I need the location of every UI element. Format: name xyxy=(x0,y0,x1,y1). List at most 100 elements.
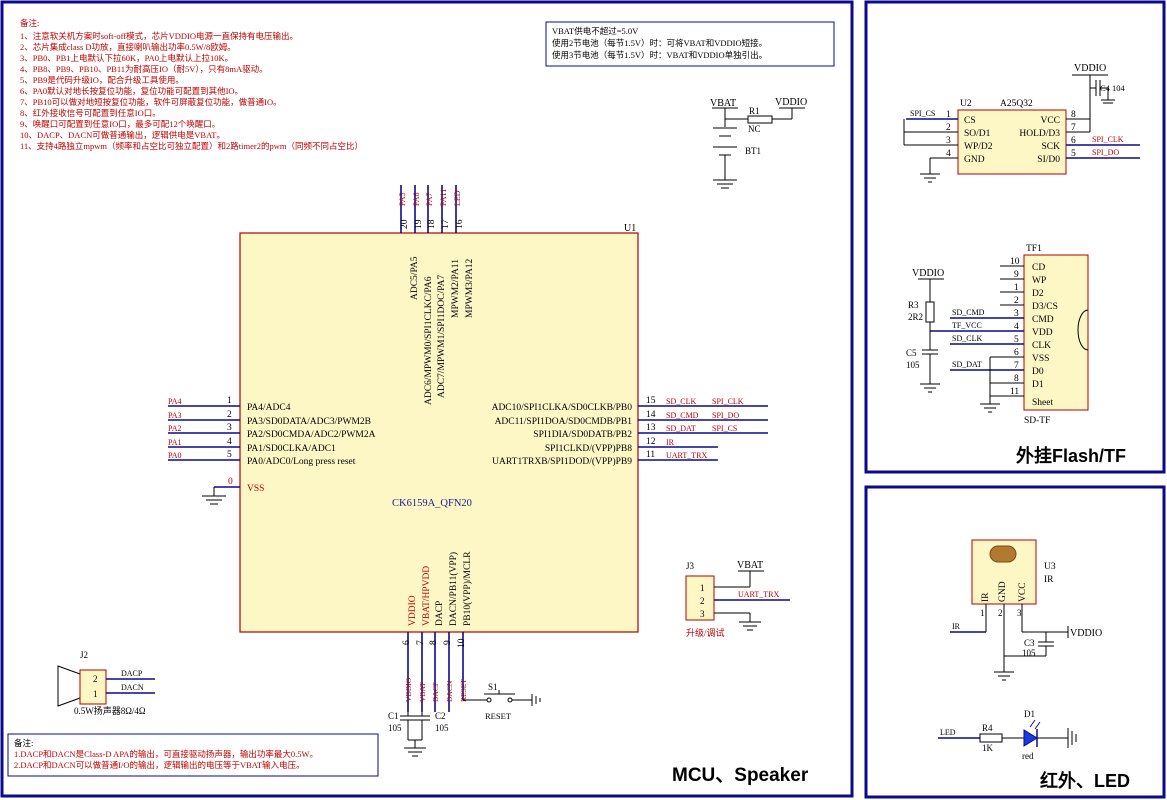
net-label: DACP xyxy=(121,669,143,678)
pin-name: ADC11/SPI1DOA/SD0CMDB/PB1 xyxy=(495,417,633,427)
note-line: 2.DACP和DACN可以做普通I/O的输出，逻辑输出的电压等于VBAT输入电压… xyxy=(14,760,305,770)
c2-ref: C2 xyxy=(435,711,446,721)
pin-name: CS xyxy=(964,116,976,126)
net-label: SD_CLK xyxy=(952,334,982,343)
pin-number: 2 xyxy=(998,608,1003,618)
pin-name: Sheet xyxy=(1032,398,1053,408)
net-label: PA7 xyxy=(425,193,434,207)
panel-title-mcu: MCU、Speaker xyxy=(672,765,809,786)
pin-number: 20 xyxy=(400,219,410,229)
pin-name: DACN/PB11(VPP) xyxy=(448,552,459,626)
vddio-label: VDDIO xyxy=(775,97,807,108)
net-label: PA5 xyxy=(398,193,407,207)
note-line: 1.DACP和DACN是Class-D APA的输出，可直接驱动扬声器，输出功率… xyxy=(14,749,318,759)
net-label: SPI_CLK xyxy=(712,397,744,406)
pin-name: PA0/ADC0/Long press reset xyxy=(247,457,356,467)
pin-number: 16 xyxy=(455,219,465,229)
pin-number: 15 xyxy=(646,396,656,406)
j3-label: 升级/调试 xyxy=(686,627,725,638)
pin-number: 7 xyxy=(416,640,426,645)
pin-number: 14 xyxy=(646,410,656,420)
net-label: PA2 xyxy=(168,424,182,433)
net-label: LED xyxy=(940,728,956,737)
pin-name: PB10(VPP)/MCLR xyxy=(462,551,473,626)
mcu-left-pins: PA4 PA3 PA2 PA1 PA0 1 2 3 4 5 PA4/ADC4 P… xyxy=(168,396,376,505)
pin-number: 3 xyxy=(1014,309,1019,319)
pin-number: 3 xyxy=(946,136,951,146)
net-label: PA0 xyxy=(168,451,182,460)
pin-number: 1 xyxy=(93,689,98,699)
pin-name: D0 xyxy=(1032,367,1044,377)
net-label: SD_CMD xyxy=(952,308,985,317)
net-label: SD_CLK xyxy=(666,397,696,406)
r4-value: 1K xyxy=(982,743,994,753)
j2-speaker: J2 2 1 DACP DACN 0.5W扬声器8Ω/4Ω xyxy=(57,650,155,716)
mcu-body xyxy=(239,232,639,633)
pin-name: CD xyxy=(1032,263,1045,273)
c5-ref: C5 xyxy=(906,348,917,358)
pin-name: GND xyxy=(998,581,1008,602)
mcu-top-pins: PA5 PA6 PA7 PA11 LED 20 19 18 17 16 ADC5… xyxy=(398,185,475,405)
net-label: DACP xyxy=(431,682,440,702)
pin-number: 10 xyxy=(457,638,467,648)
vbat-note-line: 使用3节电池（每节1.5V）时：VBAT和VDDIO单独引出。 xyxy=(552,50,767,60)
pin-number: 8 xyxy=(429,640,439,645)
pin-name: ADC5/PA5 xyxy=(410,256,420,300)
pin-number: 4 xyxy=(227,437,232,447)
mcu-right-pins: 15 14 13 12 11 ADC10/SPI1CLKA/SD0CLKB/PB… xyxy=(492,396,768,467)
pin-name: MPWM2/PA11 xyxy=(451,259,461,318)
pin-number: 13 xyxy=(646,423,656,433)
c1-value: 105 xyxy=(388,723,402,733)
pin-number: 4 xyxy=(946,149,951,159)
pin-name: VDD xyxy=(1032,328,1053,338)
net-label: VDDIO xyxy=(404,677,413,702)
pin-name: CMD xyxy=(1032,315,1054,325)
pin-number: 1 xyxy=(1014,283,1019,293)
note-line: 4、PB8、PB9、PB10、PB11为耐高压IO（耐5V），只有8mA驱动。 xyxy=(20,64,268,74)
net-label: PA6 xyxy=(412,193,421,207)
pin-number: 6 xyxy=(402,640,412,645)
mcu-bottom-pins: 6 7 8 9 10 VDDIO VBAT/HPVDD DACP DACN/PB… xyxy=(402,551,473,712)
panel-mcu-frame xyxy=(0,0,854,798)
pin-number: 1 xyxy=(227,396,232,406)
pin-number: 5 xyxy=(227,450,232,460)
j3-vbat: VBAT xyxy=(737,560,763,571)
pin-number: 12 xyxy=(646,437,656,447)
net-label: SD_DAT xyxy=(666,424,696,433)
pin-number: 5 xyxy=(1071,149,1076,159)
vbat-label: VBAT xyxy=(710,98,736,109)
j2-label: 0.5W扬声器8Ω/4Ω xyxy=(74,705,146,716)
net-label: IR xyxy=(952,622,961,631)
flash-u2: U2 A25Q32 SPI_CS 1 2 3 4 CS SO/D1 WP/D2 … xyxy=(903,63,1140,183)
vbat-note-line: VBAT供电不超过=5.0V xyxy=(552,26,639,36)
net-label: DACN xyxy=(121,683,144,692)
c1-c2-caps: C1 105 C2 105 xyxy=(388,711,449,757)
pin-name: SI/D0 xyxy=(1037,155,1060,165)
pin-number: 7 xyxy=(1014,361,1019,371)
mcu-ref: U1 xyxy=(624,223,636,234)
pin-number: 2 xyxy=(1014,296,1019,306)
pin-name: ADC6/MPWM0/SPI1CLKC/PA6 xyxy=(424,276,434,405)
panel-irled-frame xyxy=(864,485,1166,799)
pin-name: VSS xyxy=(247,484,264,494)
s1-ref: S1 xyxy=(488,682,498,692)
pin-name: SPI1CLKD/(VPP)PB8 xyxy=(545,443,632,454)
c2-value: 105 xyxy=(435,723,449,733)
pin-number: 9 xyxy=(443,640,453,645)
net-label: SD_CMD xyxy=(666,411,699,420)
pin-number: 1 xyxy=(946,110,951,120)
pin-number: 8 xyxy=(1014,374,1019,384)
pin-name: PA1/SD0CLKA/ADC1 xyxy=(247,444,336,454)
ir-receiver-u3: U3 IR IR GND VCC 1 2 3 IR VDDIO C3 105 xyxy=(950,539,1102,681)
pin-name: PA3/SD0DATA/ADC3/PWM2B xyxy=(247,417,371,427)
u2-part: A25Q32 xyxy=(1000,99,1033,109)
d1-value: red xyxy=(1022,751,1034,761)
net-label: SD_DAT xyxy=(952,360,982,369)
net-label: SPI_CLK xyxy=(1092,135,1124,144)
net-label: VBAT xyxy=(418,682,427,702)
net-label: TF_VCC xyxy=(952,321,982,330)
net-label: RESET xyxy=(459,679,468,702)
bt1-label: BT1 xyxy=(745,146,761,156)
pin-name: D2 xyxy=(1032,289,1044,299)
